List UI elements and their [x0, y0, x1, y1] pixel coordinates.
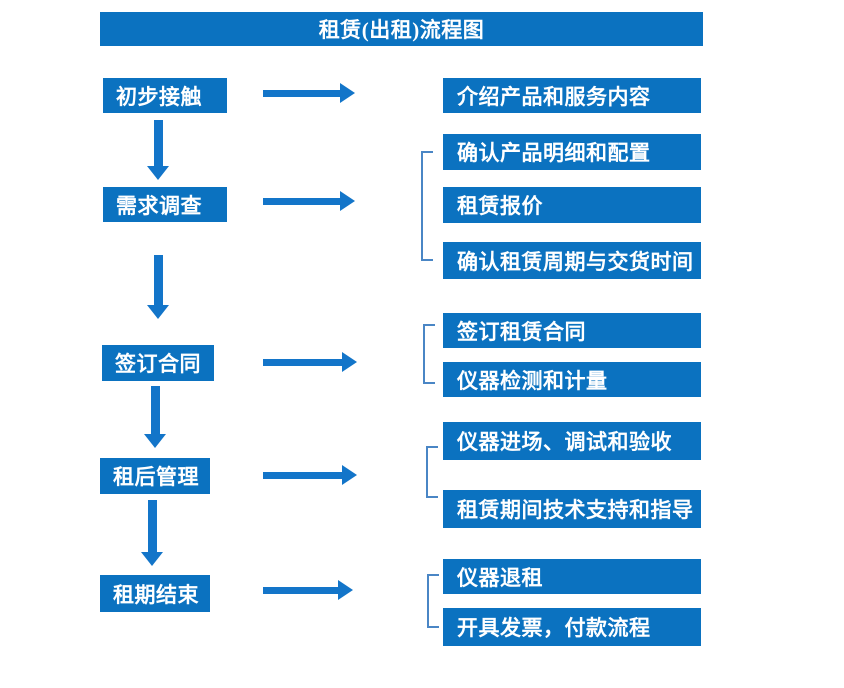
detail-box: 确认产品明细和配置: [443, 134, 701, 170]
detail-box: 开具发票，付款流程: [443, 608, 701, 646]
arrow-down-icon: [144, 386, 166, 448]
arrow-shaft: [153, 255, 163, 305]
arrow-right-icon: [263, 82, 355, 104]
bracket-connector: [427, 574, 439, 628]
arrow-head: [144, 434, 166, 448]
step-box-sign-contract: 签订合同: [102, 345, 214, 381]
step-box-demand-survey: 需求调查: [103, 187, 227, 222]
step-box-rental-end: 租期结束: [100, 575, 210, 612]
detail-box: 介绍产品和服务内容: [443, 78, 701, 113]
arrow-right-icon: [263, 464, 357, 486]
arrow-down-icon: [147, 120, 169, 180]
arrow-shaft: [150, 386, 160, 434]
detail-box: 签订租赁合同: [443, 313, 701, 348]
step-box-initial-contact: 初步接触: [103, 78, 227, 113]
step-box-post-rental-management: 租后管理: [100, 458, 210, 494]
arrow-shaft: [263, 358, 342, 366]
arrow-right-icon: [263, 351, 357, 373]
arrow-down-icon: [147, 255, 169, 319]
arrow-shaft: [263, 586, 338, 594]
detail-box: 确认租赁周期与交货时间: [443, 242, 701, 279]
arrow-shaft: [263, 89, 340, 97]
detail-box: 仪器检测和计量: [443, 362, 701, 397]
arrow-shaft: [147, 500, 157, 552]
arrow-head: [342, 465, 357, 485]
arrow-head: [141, 552, 163, 566]
arrow-shaft: [263, 197, 340, 205]
detail-box: 租赁期间技术支持和指导: [443, 490, 701, 528]
detail-box: 仪器进场、调试和验收: [443, 422, 701, 460]
detail-box: 租赁报价: [443, 187, 701, 223]
arrow-shaft: [153, 120, 163, 166]
arrow-down-icon: [141, 500, 163, 566]
arrow-head: [338, 580, 353, 600]
arrow-shaft: [263, 471, 342, 479]
arrow-head: [147, 305, 169, 319]
arrow-head: [342, 352, 357, 372]
bracket-connector: [426, 446, 438, 498]
arrow-head: [147, 166, 169, 180]
arrow-right-icon: [263, 190, 355, 212]
arrow-head: [340, 191, 355, 211]
arrow-head: [340, 83, 355, 103]
bracket-connector: [421, 151, 433, 261]
arrow-right-icon: [263, 579, 353, 601]
bracket-connector: [423, 324, 435, 384]
detail-box: 仪器退租: [443, 559, 701, 594]
diagram-title: 租赁(出租)流程图: [100, 12, 703, 46]
